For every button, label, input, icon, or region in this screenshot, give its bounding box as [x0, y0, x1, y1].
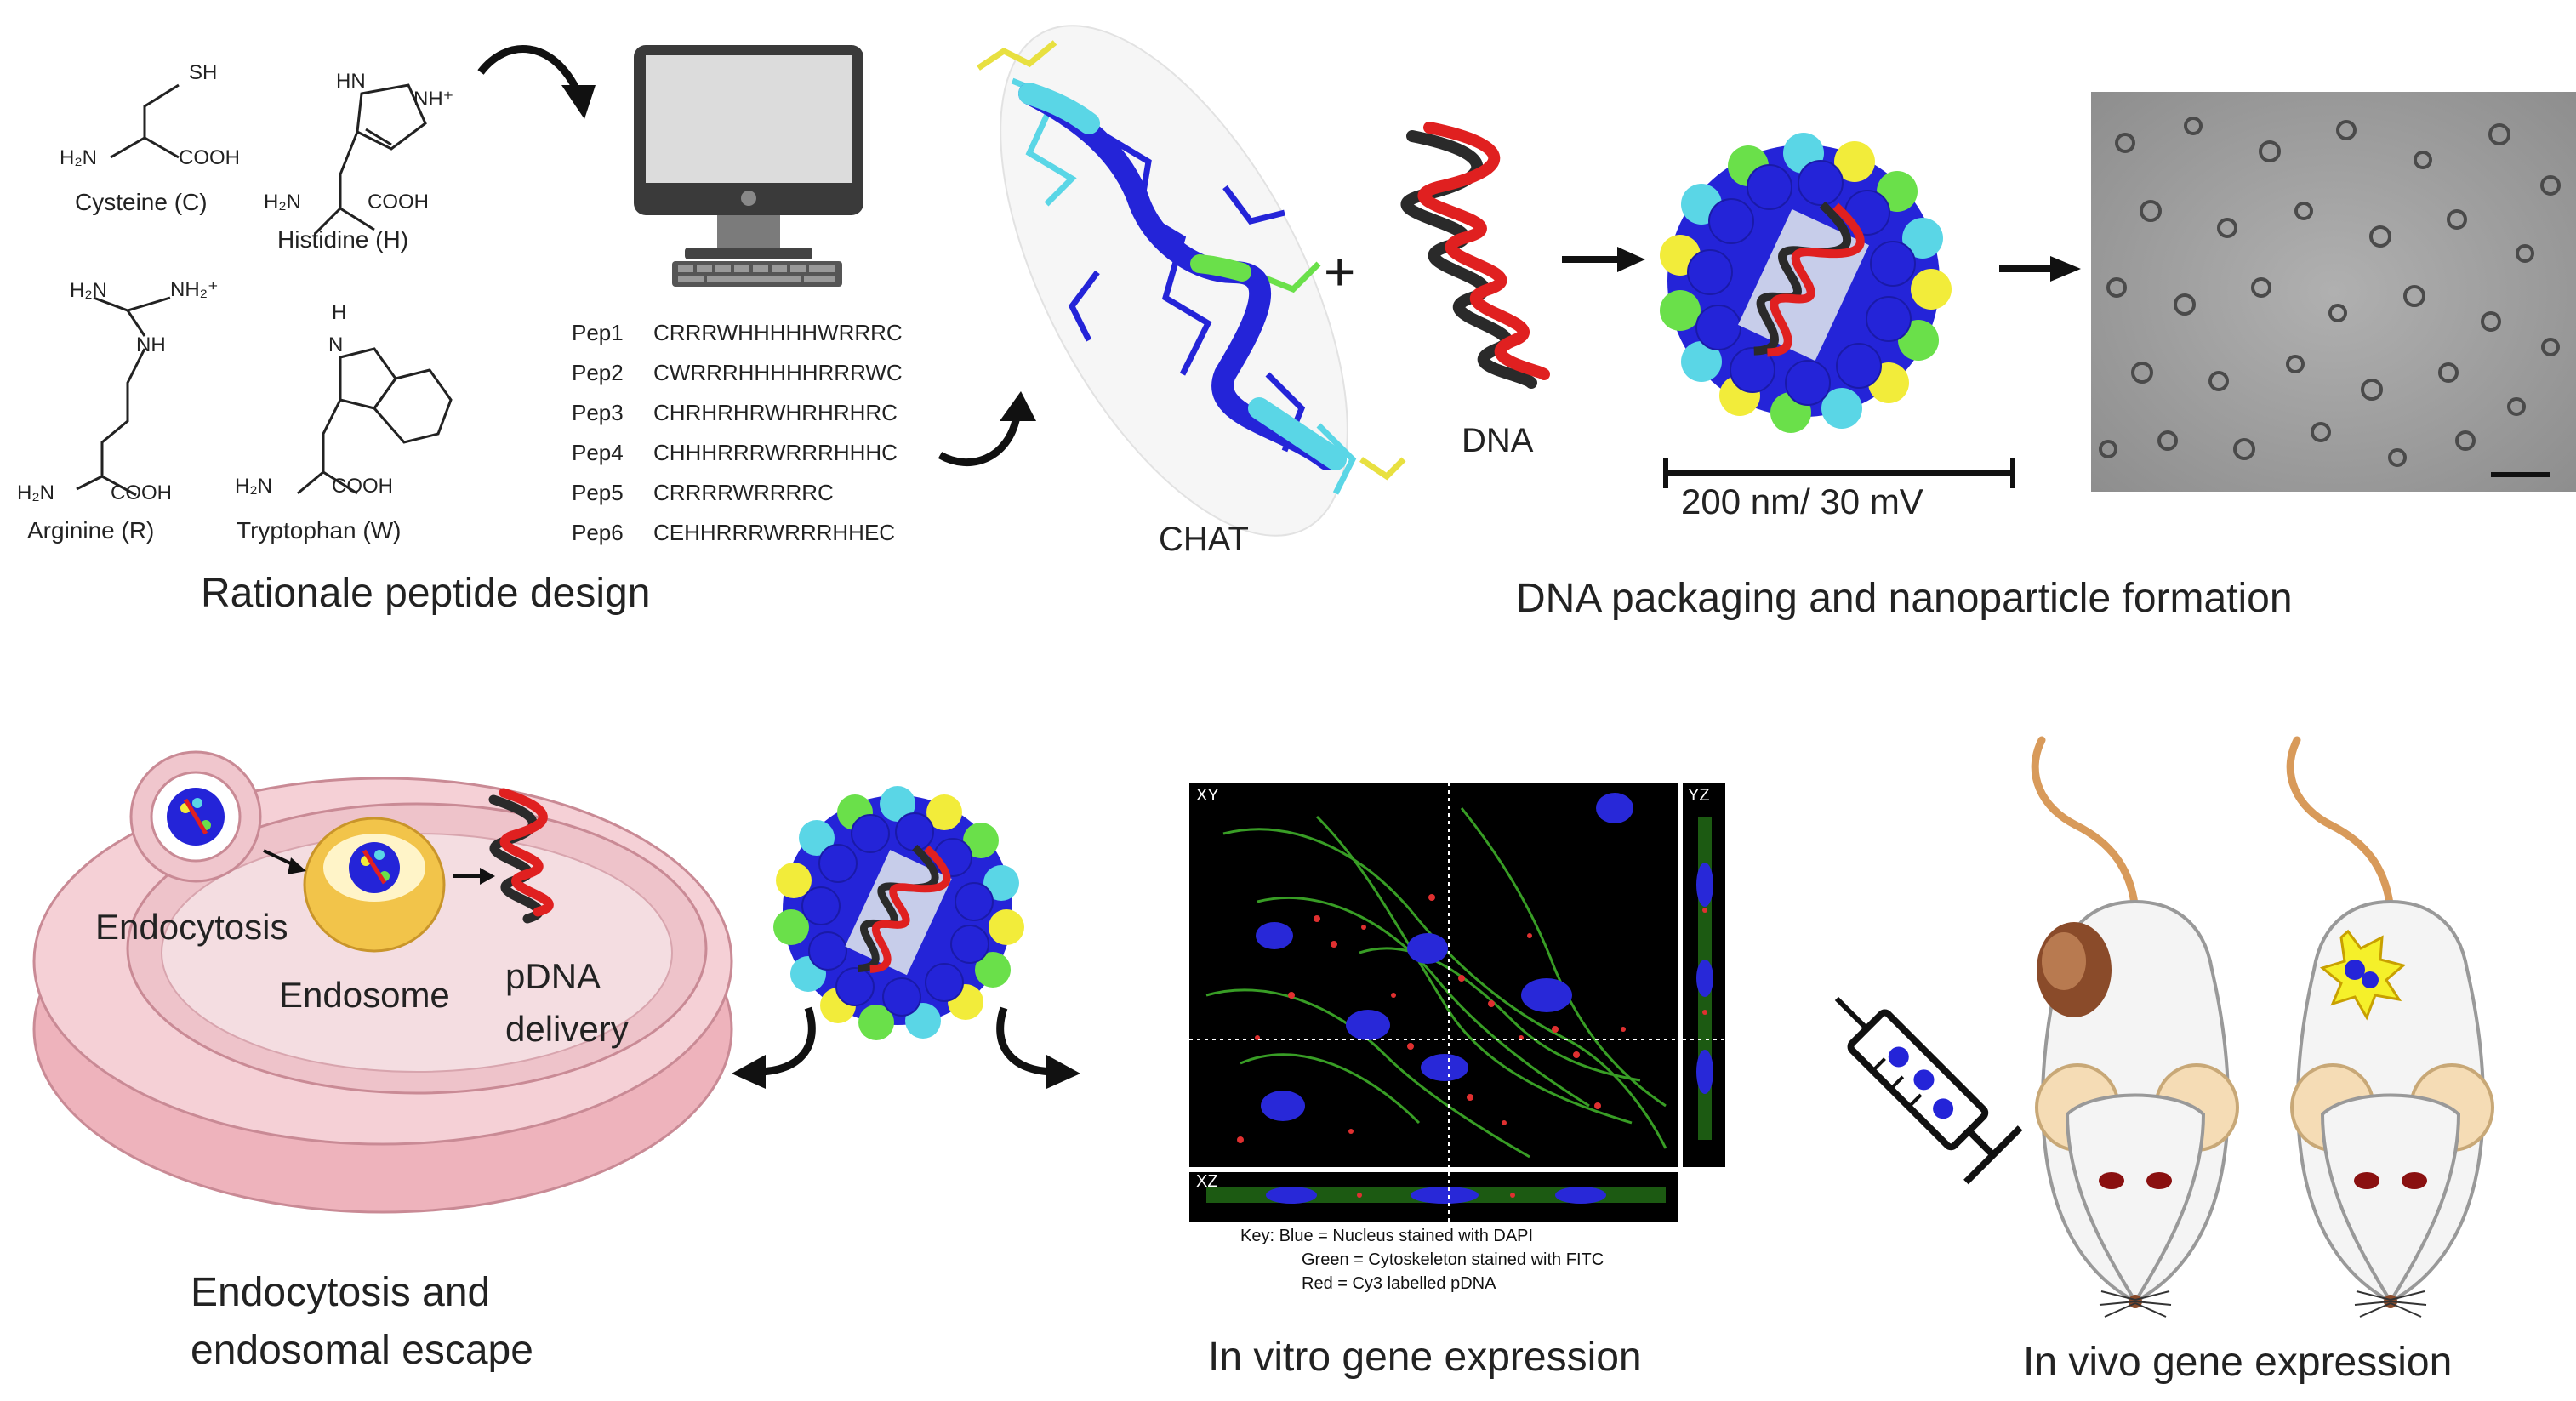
arg-nh2: NH₂⁺: [170, 278, 219, 301]
computer-icon: [634, 45, 863, 287]
curved-arrow-icon: [938, 391, 1036, 466]
arrow-right-icon: [1562, 247, 1645, 272]
confocal-cells: [1189, 783, 1678, 1167]
arg-h2n-top: H₂N: [70, 279, 107, 302]
yz-label: YZ: [1688, 786, 1710, 805]
key-line-1: Key: Blue = Nucleus stained with DAPI: [1240, 1227, 1534, 1245]
arginine-label: Arginine (R): [27, 517, 155, 544]
trp-n: N: [328, 333, 344, 356]
dna-label: DNA: [1462, 422, 1534, 459]
endosome-label: Endosome: [279, 975, 450, 1015]
cell-diagram: [32, 750, 733, 1214]
his-hn: HN: [336, 70, 366, 93]
caption-packaging: DNA packaging and nanoparticle formation: [1516, 576, 2293, 621]
cys-cooh: COOH: [179, 146, 240, 169]
plus-sign: +: [1324, 241, 1356, 302]
delivery-label: delivery: [505, 1009, 629, 1049]
arrow-right-icon: [1999, 256, 2081, 282]
mouse-tumor-icon: [2031, 736, 2239, 1318]
confocal-xz: XZ: [1189, 1172, 1678, 1222]
caption-invivo: In vivo gene expression: [2023, 1340, 2453, 1385]
trp-h: H: [332, 301, 347, 324]
key-line-2: Green = Cytoskeleton stained with FITC: [1302, 1250, 1604, 1269]
cys-h2n: H₂N: [60, 146, 97, 169]
xz-label: XZ: [1196, 1172, 1218, 1191]
arg-h2n: H₂N: [17, 481, 54, 504]
cysteine-structure: [110, 83, 180, 159]
endocytosis-label: Endocytosis: [95, 907, 288, 947]
arg-nh: NH: [136, 333, 166, 356]
caption-endocytosis-1: Endocytosis and: [191, 1270, 491, 1315]
caption-design: Rationale peptide design: [201, 571, 651, 616]
his-h2n: H₂N: [264, 191, 301, 214]
trp-h2n: H₂N: [235, 475, 272, 498]
trp-cooh: COOH: [332, 475, 393, 498]
caption-invitro: In vitro gene expression: [1208, 1335, 1642, 1380]
scale-bar: [1663, 458, 2015, 488]
his-cooh: COOH: [368, 191, 429, 214]
tryptophan-structure: [297, 347, 453, 495]
arg-cooh: COOH: [111, 481, 172, 504]
chat-peptide-structure: [977, 25, 1406, 537]
caption-endocytosis-2: endosomal escape: [191, 1328, 533, 1373]
curved-arrow-icon: [732, 1006, 816, 1089]
histidine-structure: [313, 83, 427, 236]
curved-arrow-icon: [996, 1006, 1080, 1089]
histidine-label: Histidine (H): [277, 226, 409, 253]
yz-slice: [1683, 817, 1725, 1140]
pdna-label: pDNA: [505, 956, 601, 996]
cys-sh: SH: [189, 61, 218, 84]
curved-arrow-icon: [477, 45, 596, 119]
dna-helix-icon: [1400, 122, 1550, 389]
confocal-yz: YZ: [1683, 783, 1725, 1167]
arginine-structure: [76, 296, 171, 497]
confocal-image: XY: [1189, 783, 1678, 1167]
cysteine-label: Cysteine (C): [75, 189, 208, 215]
mouse-expression-icon: [2286, 736, 2494, 1318]
key-line-3: Red = Cy3 labelled pDNA: [1302, 1274, 1496, 1293]
his-nh: NH⁺: [413, 88, 454, 111]
tryptophan-label: Tryptophan (W): [237, 517, 402, 544]
tem-micrograph: [2091, 92, 2576, 492]
scale-label: 200 nm/ 30 mV: [1681, 481, 1923, 521]
nanoparticle-bottom: [773, 786, 1024, 1040]
xy-label: XY: [1196, 786, 1219, 805]
chat-label: CHAT: [1159, 521, 1249, 558]
syringe-icon: [1834, 996, 2023, 1185]
nanoparticle-top: [1660, 133, 1952, 433]
xz-slice: [1206, 1172, 1666, 1222]
